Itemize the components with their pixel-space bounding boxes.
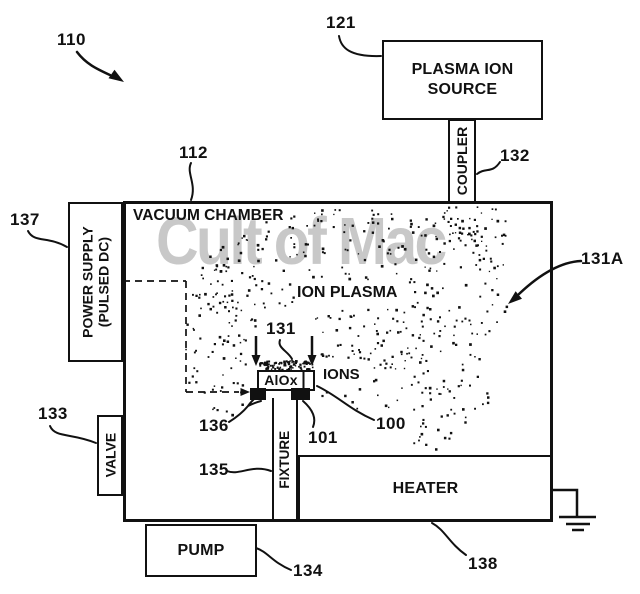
plasma-ion-source-label-line2: SOURCE (427, 81, 498, 98)
watermark-text: Cult of Mac (156, 204, 447, 279)
valve-box: VALVE (97, 415, 123, 496)
fixture-label: FIXTURE (277, 431, 293, 489)
vacuum-chamber-label: VACUUM CHAMBER (133, 207, 284, 224)
leader-112 (188, 162, 194, 201)
power-supply-label-line2: (PULSED DC) (95, 236, 112, 328)
ref-133: 133 (38, 404, 68, 423)
leader-133 (49, 425, 97, 444)
ref-131: 131 (266, 319, 296, 338)
ref-121: 121 (326, 13, 356, 32)
heater-label: HEATER (392, 479, 459, 497)
ref-101: 101 (308, 428, 338, 447)
coupler-box: COUPLER (448, 119, 476, 203)
ref-112: 112 (179, 143, 208, 162)
leader-132 (476, 161, 501, 175)
ref-100: 100 (376, 414, 406, 433)
substrate-box: AlOx (257, 370, 315, 391)
ion-plasma-label: ION PLASMA (297, 284, 398, 301)
ref-134: 134 (293, 561, 323, 580)
ref-131A: 131A (581, 249, 624, 268)
ref-136: 136 (199, 416, 229, 435)
substrate-label: AlOx (264, 371, 298, 388)
coupler-label: COUPLER (453, 126, 470, 196)
leader-137 (27, 230, 68, 248)
figure-arrow-110 (75, 50, 124, 82)
fixture-box: FIXTURE (272, 398, 298, 522)
heater-box: HEATER (298, 455, 553, 522)
plasma-ion-source-box: PLASMA ION SOURCE (382, 40, 543, 120)
power-supply-label-line1: POWER SUPPLY (79, 226, 96, 338)
ref-135: 135 (199, 460, 229, 479)
ref-138: 138 (468, 554, 498, 573)
ions-label: IONS (323, 366, 360, 383)
plasma-ion-source-label-line1: PLASMA ION (411, 61, 514, 78)
pump-box: PUMP (145, 524, 257, 577)
ref-110: 110 (57, 30, 86, 49)
valve-label: VALVE (101, 433, 118, 478)
ref-137: 137 (10, 210, 40, 229)
power-supply-box: POWER SUPPLY (PULSED DC) (68, 202, 123, 362)
pump-label: PUMP (177, 541, 225, 559)
leader-134 (255, 547, 292, 571)
ground-symbol (553, 488, 596, 532)
leader-121 (338, 35, 382, 58)
ref-132: 132 (500, 146, 530, 165)
leader-138 (431, 522, 467, 556)
